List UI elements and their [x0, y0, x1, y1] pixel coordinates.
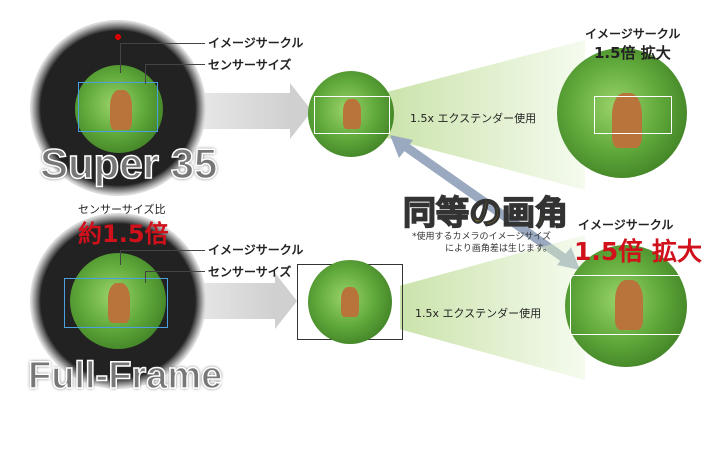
- note-line1: *使用するカメラのイメージサイズ: [412, 232, 552, 242]
- red-dot-marker: [115, 34, 121, 40]
- top-result-title: イメージサークル: [585, 27, 681, 41]
- deer-image: [110, 90, 132, 130]
- same-angle-title: 同等の画角: [402, 192, 569, 233]
- super35-image-circle: [75, 65, 163, 153]
- sensor-ratio-label: センサーサイズ比: [78, 203, 166, 216]
- note-line2: により画角差は生じます。: [445, 244, 552, 254]
- fullframe-sensor-frame: [64, 278, 168, 328]
- bottom-small-image: [308, 260, 392, 344]
- top-small-image: [308, 71, 394, 157]
- top-image-circle-label: イメージサークル: [208, 36, 304, 50]
- deer-image: [343, 99, 361, 129]
- leader-line: [120, 43, 121, 73]
- leader-line: [145, 271, 205, 272]
- super35-title: Super 35: [39, 139, 218, 188]
- top-result-value: 1.5倍 拡大: [594, 44, 671, 62]
- bottom-result-value: 1.5倍 拡大: [574, 237, 702, 266]
- fullframe-title: Full-Frame: [27, 354, 223, 398]
- leader-line: [120, 250, 205, 251]
- deer-image: [612, 93, 642, 148]
- top-sensor-size-label: センサーサイズ: [208, 58, 292, 72]
- deer-image: [615, 280, 643, 330]
- deer-image: [108, 283, 130, 323]
- leader-line: [145, 64, 146, 84]
- fullframe-image-circle: [70, 253, 166, 349]
- leader-line: [145, 271, 146, 283]
- bottom-sensor-size-label: センサーサイズ: [208, 265, 292, 279]
- top-small-frame: [314, 96, 390, 134]
- top-result-frame: [594, 96, 672, 134]
- bottom-result-image: [565, 245, 687, 367]
- leader-line: [120, 250, 121, 265]
- bottom-result-title: イメージサークル: [578, 218, 674, 232]
- sensor-ratio-value: 約1.5倍: [78, 220, 169, 248]
- leader-line: [120, 43, 205, 44]
- leader-line: [145, 64, 205, 65]
- bottom-result-frame: [570, 275, 688, 335]
- top-result-image: [557, 48, 687, 178]
- super35-sensor-frame: [78, 82, 158, 132]
- top-extender-label: 1.5x エクステンダー使用: [410, 112, 537, 125]
- bottom-extender-label: 1.5x エクステンダー使用: [415, 307, 542, 320]
- bottom-image-circle-label: イメージサークル: [208, 243, 304, 257]
- deer-image: [341, 287, 359, 317]
